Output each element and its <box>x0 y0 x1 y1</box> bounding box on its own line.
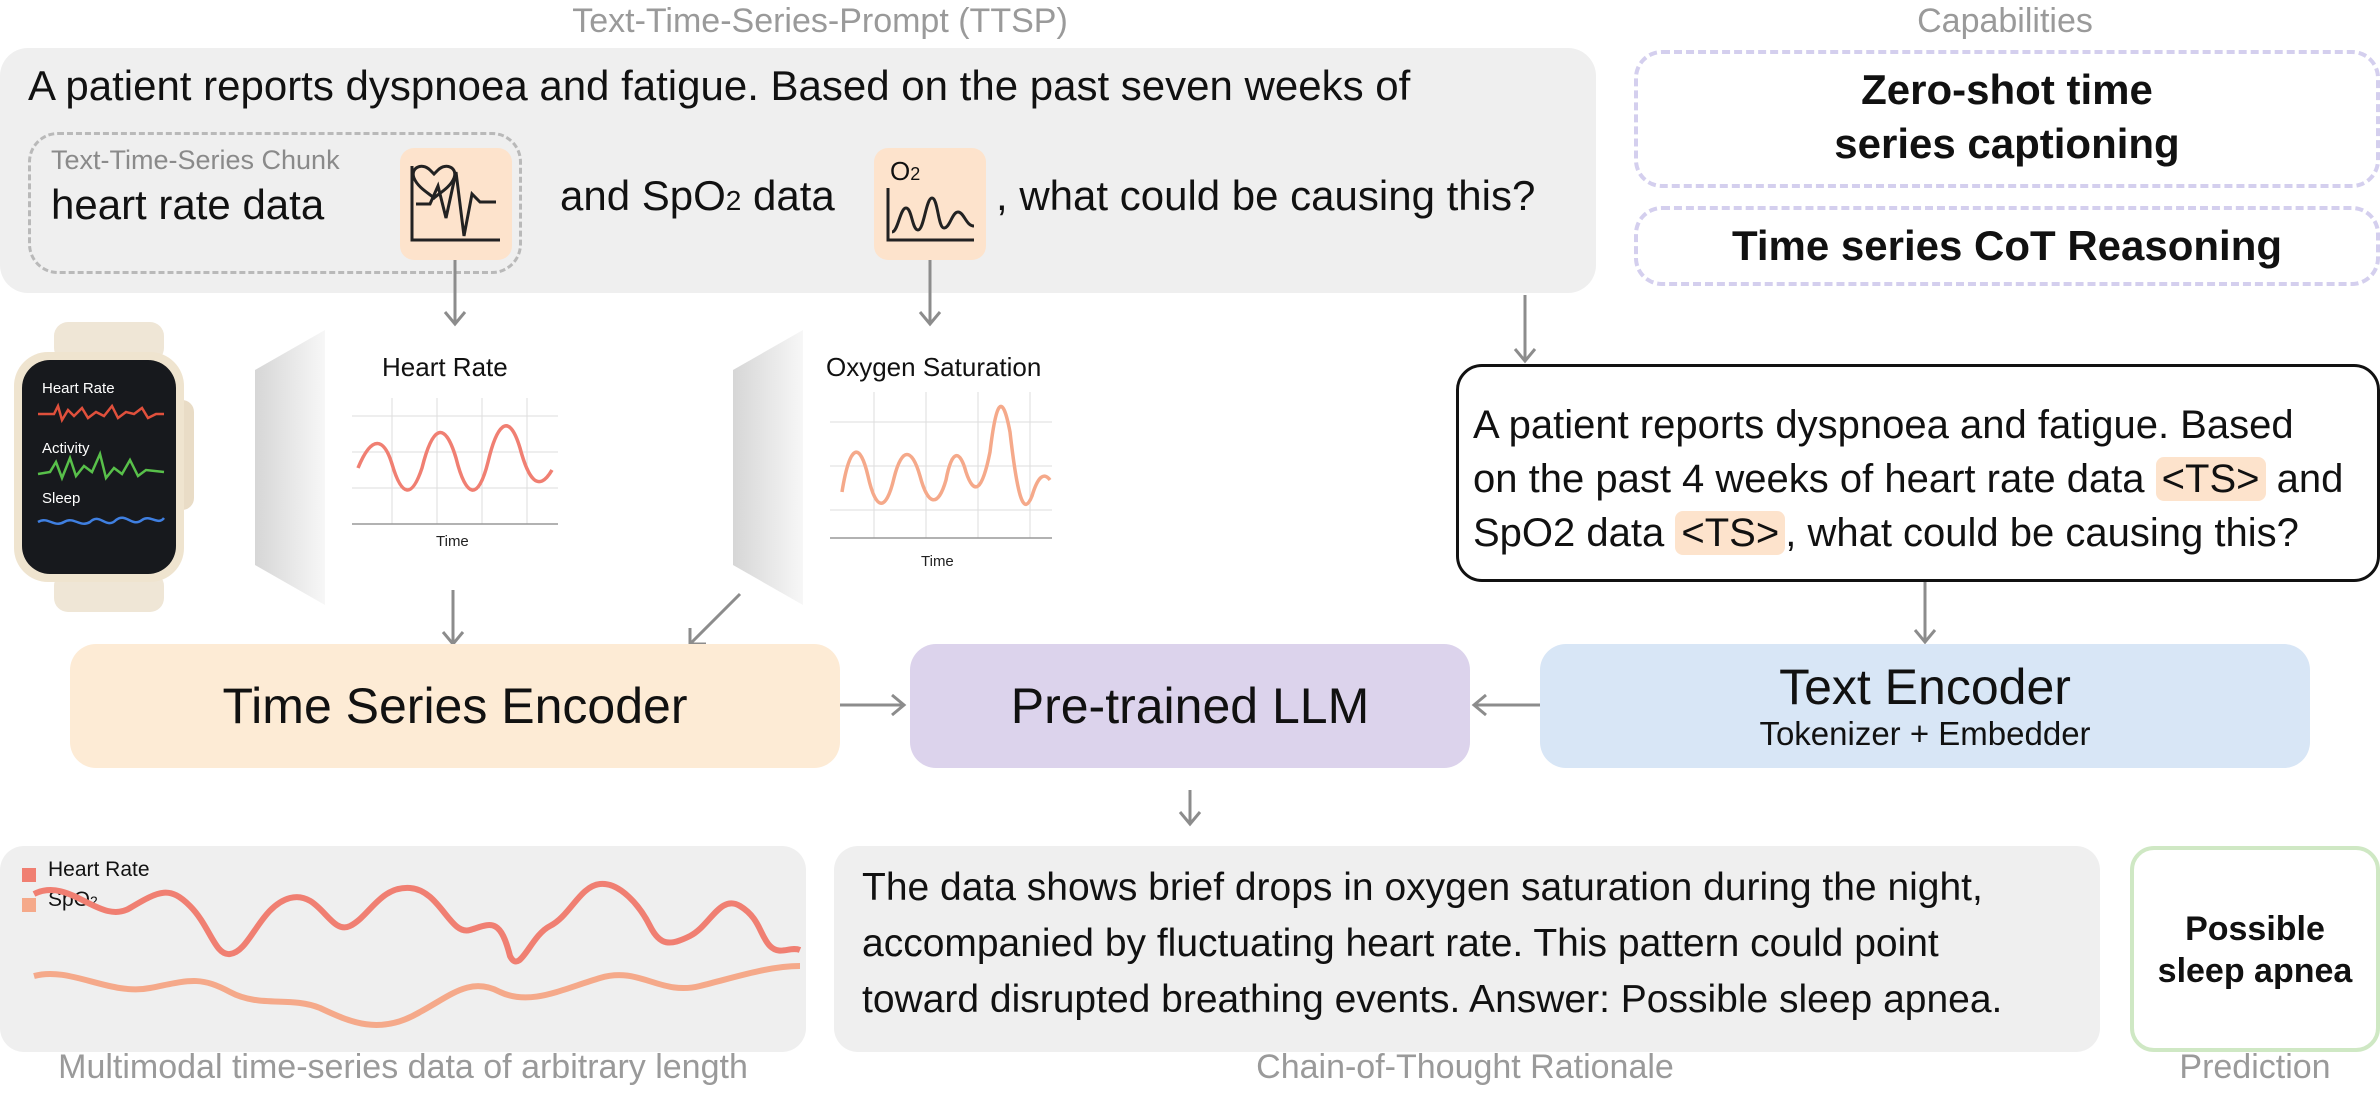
prompt-line1: A patient reports dyspnoea and fatigue. … <box>28 62 1411 109</box>
hr-chart-title: Heart Rate <box>382 352 508 382</box>
ts-token-2: <TS> <box>1675 511 1786 555</box>
tok-line2: on the past 4 weeks of heart rate data <… <box>1473 457 2343 502</box>
text-encoder-label: Text Encoder <box>1779 659 2071 715</box>
projection-wedge-o2 <box>733 330 803 605</box>
tok-line3-a: SpO2 data <box>1473 511 1676 555</box>
cap1-line1: Zero-shot time <box>1861 66 2153 113</box>
llm-label: Pre-trained LLM <box>1010 678 1370 734</box>
spo2-text: and SpO2 data <box>560 172 835 220</box>
arrow-ts-to-llm <box>840 693 907 717</box>
legend-spo2-sub: 2 <box>90 893 98 909</box>
arrow-hr-to-encoder <box>441 590 465 647</box>
o2-chart-xlabel: Time <box>921 553 954 570</box>
arrow-llm-to-rationale <box>1178 790 1202 827</box>
arrow-chunk-to-hr <box>443 260 467 327</box>
multimodal-data-panel: Heart Rate SpO2 <box>0 846 806 1052</box>
ttsp-caption: Text-Time-Series-Prompt (TTSP) <box>572 2 1068 40</box>
spo2-sub: 2 <box>725 185 742 216</box>
spo2-data-word: data <box>741 172 835 219</box>
arrow-text-to-llm <box>1471 693 1540 717</box>
tok-line2-a: on the past 4 weeks of heart rate data <box>1473 457 2156 501</box>
time-series-encoder: Time Series Encoder <box>70 644 840 768</box>
chunk-label: Text-Time-Series Chunk <box>51 145 340 175</box>
tok-line3-b: , what could be causing this? <box>1785 511 2299 555</box>
o2-chart <box>830 392 1052 539</box>
smartwatch: Heart Rate Activity Sleep <box>14 322 204 612</box>
prediction-box: Possible sleep apnea <box>2130 846 2380 1052</box>
question-text: , what could be causing this? <box>996 172 1536 219</box>
arrow-o2-to-chart <box>918 260 942 327</box>
rationale-line2: accompanied by fluctuating heart rate. T… <box>862 922 1939 965</box>
prompt-box: A patient reports dyspnoea and fatigue. … <box>0 48 1596 293</box>
o2-chart-title: Oxygen Saturation <box>826 352 1042 382</box>
hr-wave <box>32 880 802 965</box>
spo2-wave <box>33 963 801 1028</box>
legend-spo2-swatch <box>22 898 36 912</box>
hr-text: heart rate data <box>51 181 325 228</box>
legend-hr-label: Heart Rate <box>48 858 150 881</box>
ts-token-1: <TS> <box>2155 457 2266 501</box>
pretrained-llm: Pre-trained LLM <box>910 644 1470 768</box>
tokenized-prompt-box: A patient reports dyspnoea and fatigue. … <box>1456 364 2380 582</box>
hr-chart-xlabel: Time <box>436 533 469 550</box>
o2-sub: 2 <box>910 164 921 184</box>
cap1-line2: series captioning <box>1834 120 2180 167</box>
prediction-line2: sleep apnea <box>2157 952 2353 990</box>
cap2-text: Time series CoT Reasoning <box>1731 222 2283 269</box>
hr-chart <box>352 398 558 525</box>
ts-chunk-box: Text-Time-Series Chunk heart rate data <box>28 132 522 274</box>
projection-wedge-hr <box>255 330 325 605</box>
arrow-tokenized-to-text-encoder <box>1913 582 1937 645</box>
cot-caption: Chain-of-Thought Rationale <box>1256 1048 1674 1086</box>
o2-icon-label: O2 <box>890 156 920 187</box>
rationale-line1: The data shows brief drops in oxygen sat… <box>862 866 1983 909</box>
tok-line3: SpO2 data <TS>, what could be causing th… <box>1473 511 2299 556</box>
tok-line1: A patient reports dyspnoea and fatigue. … <box>1473 403 2294 447</box>
text-encoder-sub: Tokenizer + Embedder <box>1759 715 2091 752</box>
capabilities-caption: Capabilities <box>1917 2 2093 40</box>
legend-hr-swatch <box>22 868 36 882</box>
tok-line2-b: and <box>2265 457 2344 501</box>
arrow-prompt-to-tokenized <box>1513 295 1537 364</box>
ts-encoder-label: Time Series Encoder <box>222 678 688 734</box>
arrow-o2-to-encoder <box>688 592 742 646</box>
rationale-line3: toward disrupted breathing events. Answe… <box>862 978 2003 1021</box>
rationale-box: The data shows brief drops in oxygen sat… <box>834 846 2100 1052</box>
watch-label-sleep: Sleep <box>42 490 81 507</box>
spo2-text-a: and SpO <box>560 172 726 219</box>
watch-label-activity: Activity <box>42 440 90 457</box>
text-encoder: Text Encoder Tokenizer + Embedder <box>1540 644 2310 768</box>
capability-cot: Time series CoT Reasoning <box>1634 206 2380 286</box>
heart-rate-chart-icon <box>400 148 512 260</box>
prediction-caption: Prediction <box>2179 1048 2331 1086</box>
multimodal-caption: Multimodal time-series data of arbitrary… <box>58 1048 748 1086</box>
prediction-line1: Possible <box>2185 910 2325 948</box>
o2-letter: O <box>890 156 911 186</box>
capability-zero-shot: Zero-shot time series captioning <box>1634 50 2380 188</box>
oxygen-chart-icon: O2 <box>874 148 986 260</box>
watch-label-hr: Heart Rate <box>42 380 115 397</box>
